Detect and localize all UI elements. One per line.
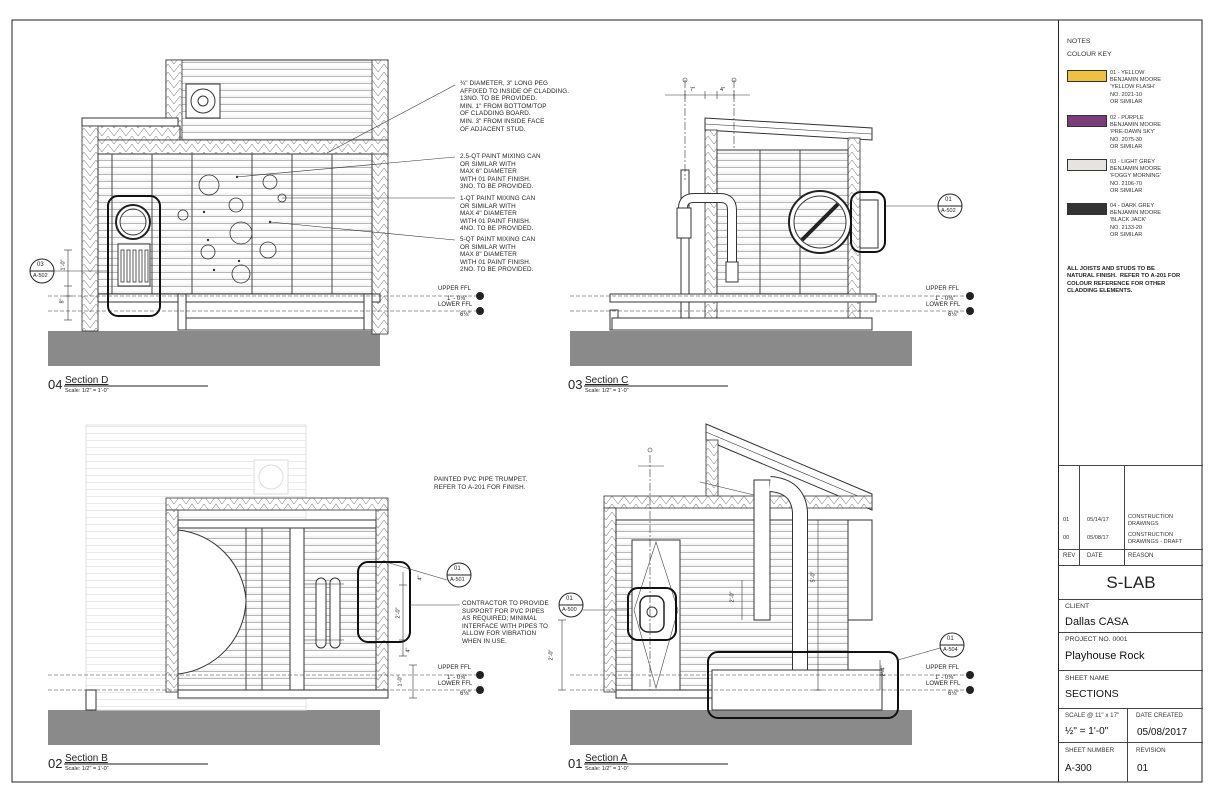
- section-c-drawing: [570, 80, 970, 366]
- revision-date: 05/14/17: [1087, 517, 1109, 523]
- note-peg: ¾" DIAMETER, 3" LONG PEG AFFIXED TO INSI…: [460, 80, 570, 133]
- dim-text: 4": [405, 647, 412, 653]
- colour-key-light-grey: 03 - LIGHT GREY BENJAMIN MOORE 'FOGGY MO…: [1110, 159, 1161, 194]
- level-upper-label: UPPER FFL: [926, 286, 960, 292]
- level-upper-value: 1' - 0⅛": [935, 296, 956, 302]
- view-number: 03: [568, 377, 583, 392]
- view-scale: Scale: 1/2" = 1'-0": [65, 766, 109, 772]
- client-label: CLIENT: [1065, 603, 1090, 610]
- sheet-name: SECTIONS: [1065, 688, 1119, 700]
- notes-title: NOTES: [1067, 38, 1091, 45]
- sheet-number: A-300: [1065, 763, 1092, 774]
- level-upper-label: UPPER FFL: [438, 665, 472, 671]
- view-number: 01: [568, 756, 583, 771]
- rev-header-date: DATE: [1087, 553, 1103, 559]
- level-upper-label: UPPER FFL: [926, 665, 960, 671]
- callout-number: 01: [947, 636, 954, 642]
- firm-name: S-LAB: [1106, 573, 1156, 592]
- level-lower-label: LOWER FFL: [438, 302, 473, 308]
- level-upper-label: UPPER FFL: [438, 286, 472, 292]
- dim-text: 5'-0": [810, 571, 817, 583]
- swatch-purple: [1067, 115, 1107, 127]
- sheet-name-label: SHEET NAME: [1065, 675, 1110, 682]
- swatch-light-grey: [1067, 159, 1107, 171]
- dim-text: 4": [720, 87, 726, 93]
- revision-rev: 01: [1063, 517, 1070, 523]
- colour-key-purple: 02 - PURPLE BENJAMIN MOORE 'PRE-DAWN SKY…: [1110, 115, 1161, 150]
- revision-label: REVISION: [1136, 747, 1166, 754]
- callout-ref: A-502: [33, 273, 48, 279]
- note-trumpet: PAINTED PVC PIPE TRUMPET. REFER TO A-201…: [434, 476, 528, 491]
- scale-value: ½" = 1'-0": [1065, 726, 1109, 737]
- dim-text: 2'-0": [548, 649, 555, 661]
- note-can-5qt: 5-QT PAINT MIXING CAN OR SIMILAR WITH MA…: [460, 236, 536, 274]
- title-block: NOTES COLOUR KEY 01 - YELLOW BENJAMIN MO…: [1058, 20, 1203, 782]
- view-scale: Scale: 1/2" = 1'-0": [585, 766, 629, 772]
- callout-ref: A-502: [941, 208, 956, 214]
- level-upper-value: 1' - 0⅛": [935, 675, 956, 681]
- view-scale: Scale: 1/2" = 1'-0": [65, 388, 109, 394]
- note-can-1qt: 1-QT PAINT MIXING CAN OR SIMILAR WITH MA…: [460, 195, 536, 233]
- view-scale: Scale: 1/2" = 1'-0": [585, 388, 629, 394]
- project-name: Playhouse Rock: [1065, 650, 1145, 662]
- section-d-drawing: [48, 59, 480, 366]
- level-lower-value: 6⅛": [948, 691, 959, 697]
- note-contractor: CONTRACTOR TO PROVIDE SUPPORT FOR PVC PI…: [462, 600, 549, 645]
- callout-ref: A-501: [450, 577, 465, 583]
- note-can-25qt: 2.5-QT PAINT MIXING CAN OR SIMILAR WITH …: [460, 153, 541, 191]
- callout-ref: A-504: [943, 647, 958, 653]
- sheet-number-label: SHEET NUMBER: [1065, 747, 1115, 754]
- callout-number: 03: [37, 262, 44, 268]
- date-created: 05/08/2017: [1137, 727, 1188, 738]
- view-title: Section D: [65, 375, 109, 386]
- colour-key-title: COLOUR KEY: [1067, 51, 1112, 58]
- level-upper-value: 1' - 0⅛": [447, 296, 468, 302]
- level-lower-value: 6⅛": [948, 312, 959, 318]
- level-lower-value: 6⅛": [460, 312, 471, 318]
- dim-text: 7": [690, 87, 696, 93]
- callout-number: 01: [454, 566, 461, 572]
- level-lower-label: LOWER FFL: [926, 681, 961, 687]
- colour-key-yellow: 01 - YELLOW BENJAMIN MOORE 'YELLOW FLASH…: [1110, 70, 1161, 105]
- revision-reason: CONSTRUCTION DRAWINGS - DRAFT: [1128, 532, 1183, 545]
- section-b-drawing: [48, 424, 480, 745]
- general-note: ALL JOISTS AND STUDS TO BE NATURAL FINIS…: [1067, 266, 1181, 295]
- view-number: 04: [48, 377, 63, 392]
- swatch-yellow: [1067, 70, 1107, 82]
- date-created-label: DATE CREATED: [1136, 712, 1183, 719]
- project-label: PROJECT NO. 0001: [1065, 636, 1128, 643]
- dim-text: 1'-0": [397, 675, 404, 687]
- dim-text: 1'-0": [60, 259, 67, 271]
- dim-text: 8": [59, 298, 66, 304]
- callout-number: 01: [945, 197, 952, 203]
- level-lower-value: 6⅛": [460, 691, 471, 697]
- rev-header-reason: REASON: [1128, 553, 1154, 559]
- view-number: 02: [48, 756, 63, 771]
- dim-text: 2'-4": [880, 665, 887, 677]
- view-title: Section A: [585, 753, 628, 764]
- revision-reason: CONSTRUCTION DRAWINGS: [1128, 514, 1174, 527]
- dim-text: 4": [417, 575, 424, 581]
- section-a-drawing: [558, 423, 970, 745]
- view-title: Section C: [585, 375, 629, 386]
- dim-text: 2'-0": [395, 607, 402, 619]
- rev-header-rev: REV: [1063, 553, 1076, 559]
- client-name: Dallas CASA: [1065, 616, 1129, 628]
- callout-ref: A-500: [562, 607, 577, 613]
- view-title: Section B: [65, 753, 108, 764]
- revision-value: 01: [1137, 763, 1149, 774]
- dim-text: 2'-0": [729, 591, 736, 603]
- revision-date: 05/08/17: [1087, 535, 1109, 541]
- revision-rev: 00: [1063, 535, 1070, 541]
- colour-key-dark-grey: 04 - DARK GREY BENJAMIN MOORE 'BLACK JAC…: [1110, 203, 1161, 238]
- level-upper-value: 1' - 0⅛": [447, 675, 468, 681]
- level-lower-label: LOWER FFL: [438, 681, 473, 687]
- level-lower-label: LOWER FFL: [926, 302, 961, 308]
- swatch-dark-grey: [1067, 203, 1107, 215]
- scale-label: SCALE @ 11" x 17": [1065, 712, 1120, 719]
- callout-number: 01: [566, 596, 573, 602]
